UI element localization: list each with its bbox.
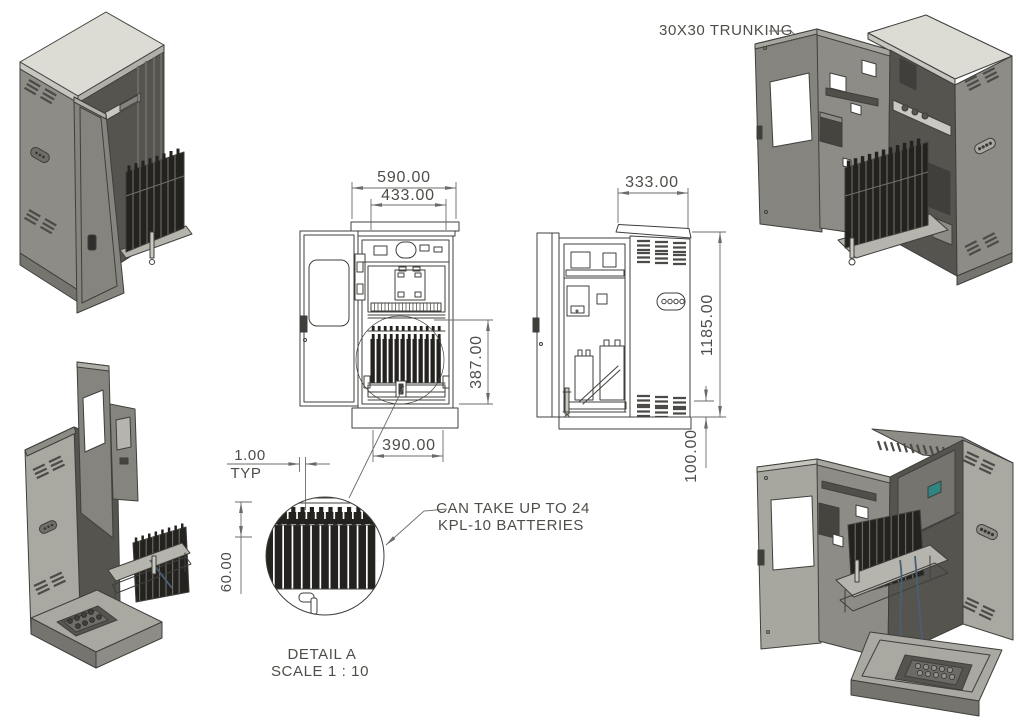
open-door xyxy=(299,230,359,407)
door-window-cutout xyxy=(308,259,350,327)
interior-shelf xyxy=(565,269,625,277)
open-door xyxy=(756,458,822,650)
base-plinth xyxy=(30,589,163,669)
battery-block xyxy=(574,355,594,401)
dim-front-door-width: 433.00 xyxy=(381,187,435,204)
detail-a-boundary-circle xyxy=(355,315,445,405)
top-compartment xyxy=(361,241,450,263)
battery-note-line2: KPL-10 BATTERIES xyxy=(438,517,584,534)
door-window-cutout xyxy=(82,389,106,453)
base-strip xyxy=(558,416,692,430)
iso-view-low-angle-door-up xyxy=(24,361,192,669)
base-plinth xyxy=(351,407,459,429)
cabinet-side-panel xyxy=(962,439,1014,641)
door-latch xyxy=(756,125,763,140)
iso-view-front-open-door xyxy=(19,11,193,314)
door-latch xyxy=(532,317,540,333)
cable-gland-oval xyxy=(30,147,50,163)
iso-view-low-angle-doors-open xyxy=(756,428,1014,717)
battery-note-leader xyxy=(385,508,448,546)
open-door xyxy=(532,232,560,418)
detail-title: DETAIL A xyxy=(288,646,357,663)
dim-side-depth: 333.00 xyxy=(625,174,679,191)
inner-door-slot xyxy=(115,416,132,451)
battery-note-line1: CAN TAKE UP TO 24 xyxy=(436,500,590,517)
roof-cap xyxy=(350,221,460,232)
detail-scale: SCALE 1 : 10 xyxy=(271,663,369,680)
open-door xyxy=(76,361,114,539)
roof-cap xyxy=(615,224,692,239)
cabinet-base xyxy=(956,252,1013,286)
detail-connector-line xyxy=(348,385,405,499)
door-latch xyxy=(87,234,97,251)
dim-base-width: 390.00 xyxy=(382,437,436,454)
iso-view-doors-open xyxy=(754,14,1013,286)
side-view-dimensions: 333.00 1185.00 100.00 xyxy=(617,174,726,483)
battery-pack xyxy=(837,138,949,266)
battery-pack xyxy=(107,523,192,603)
cabinet-interior xyxy=(558,237,631,420)
battery-pack xyxy=(119,148,193,265)
door-latch xyxy=(757,549,765,566)
latch-rod xyxy=(849,237,855,259)
trunking-label: 30X30 TRUNKING xyxy=(659,22,793,39)
hinge-column xyxy=(354,253,366,301)
cable-gland-oval xyxy=(656,292,686,311)
front-view-dimensions: 590.00 433.00 387.00 390.00 xyxy=(351,169,493,462)
detail-dimensions: 1.00 TYP 60.00 xyxy=(218,447,330,594)
front-orthographic-view xyxy=(299,221,460,499)
indicator-panel xyxy=(927,480,942,499)
battery-row xyxy=(367,326,446,384)
battery-pack xyxy=(835,509,949,656)
cabinet-side-panel xyxy=(629,235,691,420)
latch-rod xyxy=(151,555,157,575)
dim-battery-pitch: 1.00 xyxy=(234,447,266,464)
battery-row-front xyxy=(266,519,376,589)
battery-tray xyxy=(107,542,191,582)
detail-circle xyxy=(265,496,385,616)
battery-block xyxy=(599,345,625,401)
equipment-panel xyxy=(367,265,446,319)
door-latch xyxy=(299,315,308,333)
dim-front-overall-width: 590.00 xyxy=(377,169,431,186)
charger-box xyxy=(566,285,590,317)
door-window-cutout xyxy=(769,72,813,148)
charger-box xyxy=(818,502,840,540)
latch-rod xyxy=(854,559,860,583)
battery-tray xyxy=(835,544,949,598)
cable-gland-oval xyxy=(974,137,996,155)
trunking-strip xyxy=(825,87,879,107)
open-door xyxy=(754,28,823,233)
trunking-strip xyxy=(821,480,877,502)
dim-base-height: 100.00 xyxy=(683,429,700,483)
door-window-cutout xyxy=(770,495,815,571)
latch-rod xyxy=(564,387,570,415)
latch-rod xyxy=(149,231,155,259)
base-plinth xyxy=(850,631,1003,717)
dim-battery-pitch-note: TYP xyxy=(231,465,262,482)
side-orthographic-view xyxy=(532,224,692,430)
cable-gland-oval xyxy=(976,523,998,541)
cabinet-side-panel xyxy=(954,55,1013,277)
dim-overall-height: 1185.00 xyxy=(699,294,716,356)
dim-battery-height: 60.00 xyxy=(218,552,235,593)
dim-battery-zone-height: 387.00 xyxy=(468,335,485,389)
cable-gland-oval xyxy=(38,520,58,534)
battery-tray xyxy=(363,375,450,401)
